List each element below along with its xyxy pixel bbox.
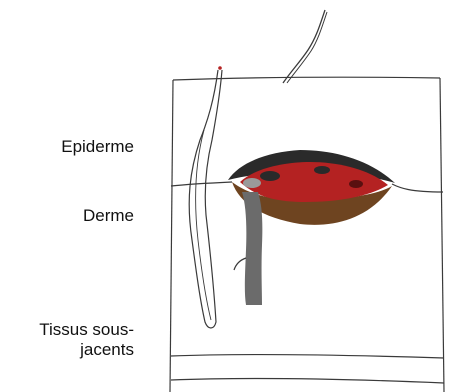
- label-tissus-line1: Tissus sous-: [39, 320, 134, 340]
- skin-block-top-edge: [173, 77, 440, 80]
- skin-block-left-edge: [170, 80, 173, 392]
- wound-dark-spot-1: [260, 171, 280, 181]
- subcutaneous-line-lower: [171, 379, 444, 383]
- hair-strand-top: [283, 10, 325, 83]
- wound-gray-spot: [243, 178, 261, 188]
- skin-block-right-edge: [440, 78, 444, 392]
- label-tissus-sous-jacents: Tissus sous- jacents: [39, 320, 134, 360]
- wound-dark-spot-2: [314, 166, 330, 174]
- wound-dark-spot-3: [349, 180, 363, 188]
- vessel-structure: [242, 192, 262, 305]
- label-epiderme: Epiderme: [61, 137, 134, 157]
- hair-follicle: [189, 70, 222, 328]
- label-derme: Derme: [83, 206, 134, 226]
- subcutaneous-line-upper: [171, 355, 444, 358]
- hair-follicle-dot: [218, 66, 222, 70]
- label-tissus-line2: jacents: [39, 340, 134, 360]
- vessel-branch: [234, 258, 246, 270]
